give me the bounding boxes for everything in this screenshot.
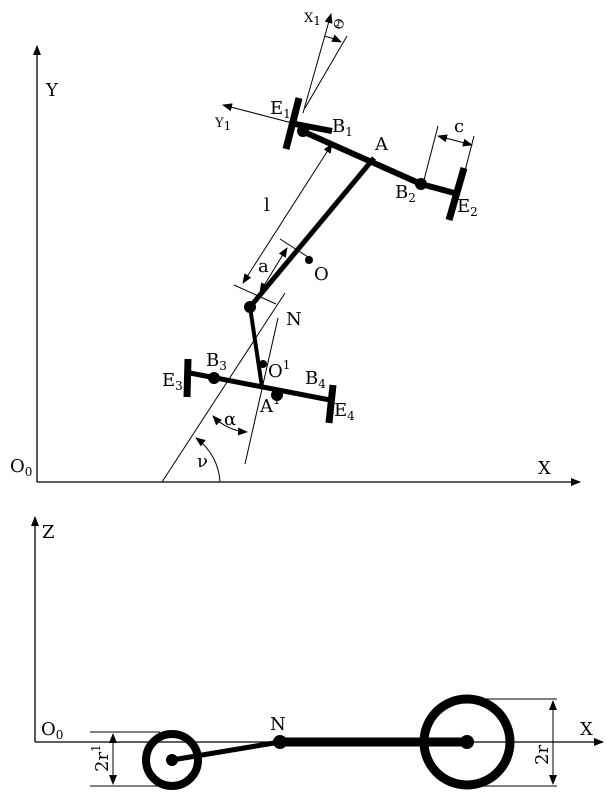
dim-small-label: 2r1 [89,744,113,772]
x-axis-label: X [538,458,551,479]
origin-side-label: O0 [41,719,63,742]
label-e3: E3 [162,370,183,393]
joint-o [305,256,313,264]
label-b4: B4 [305,368,326,391]
label-n: N [286,309,302,330]
top-view: Y X O0 ν α [10,11,581,486]
dim-a [259,247,288,293]
theta-label: Θ [331,17,349,32]
dim-a-label: a [258,256,269,277]
z-axis-label: Z [42,522,55,543]
label-e4: E4 [334,400,355,423]
wheel-e4 [325,384,337,424]
local-y-label: Y1 [214,116,231,133]
joint-b4 [271,389,283,401]
small-wheel [142,730,202,790]
joint-n-side [273,735,287,749]
front-axle [300,128,423,187]
label-b3: B3 [206,350,227,373]
frame [248,156,376,309]
nu-arc [195,437,221,483]
label-n-side: N [270,714,286,735]
rear-link-ext [244,317,279,465]
local-x-label: X1 [304,11,321,28]
label-o1: O1 [268,358,290,382]
label-b1: B1 [332,116,353,139]
joint-b3 [208,372,220,384]
front-axle-right [420,181,459,197]
label-e1: E1 [270,98,291,121]
nu-label: ν [197,451,208,472]
wheel-plane-line [304,35,348,109]
dim-a-ext [279,238,309,258]
label-o: O [314,264,329,285]
rear-link [248,306,264,388]
centerline [161,292,286,483]
label-e2: E2 [457,196,478,219]
dim-large-label: 2r [532,745,553,765]
side-link-rear [171,739,281,763]
side-view: Z X O0 N 2r1 2r [31,516,604,790]
front-axle-left [294,121,333,134]
wheel-e2 [445,167,468,221]
label-b2: B2 [395,182,416,205]
dim-c-ext1 [423,125,439,181]
x-axis-side-label: X [580,719,593,740]
dim-l-label: l [264,195,270,216]
joint-b2 [415,178,427,190]
origin-label: O0 [10,456,32,479]
local-y-axis [222,103,297,125]
dim-c-label: c [454,116,464,137]
label-a: A [374,134,389,155]
dim-l-ext [233,284,277,305]
alpha-label: α [224,409,236,430]
joint-b1 [297,125,309,137]
alpha-arc [212,415,248,436]
joint-o1 [259,360,267,368]
label-a1: A1 [259,393,281,417]
dim-c [437,134,473,147]
dim-l [242,143,333,284]
wheel-e3 [183,358,192,398]
local-x-axis [302,13,333,114]
theta-arc [323,34,342,43]
y-axis-label: Y [45,80,59,101]
joint-n [244,301,256,313]
